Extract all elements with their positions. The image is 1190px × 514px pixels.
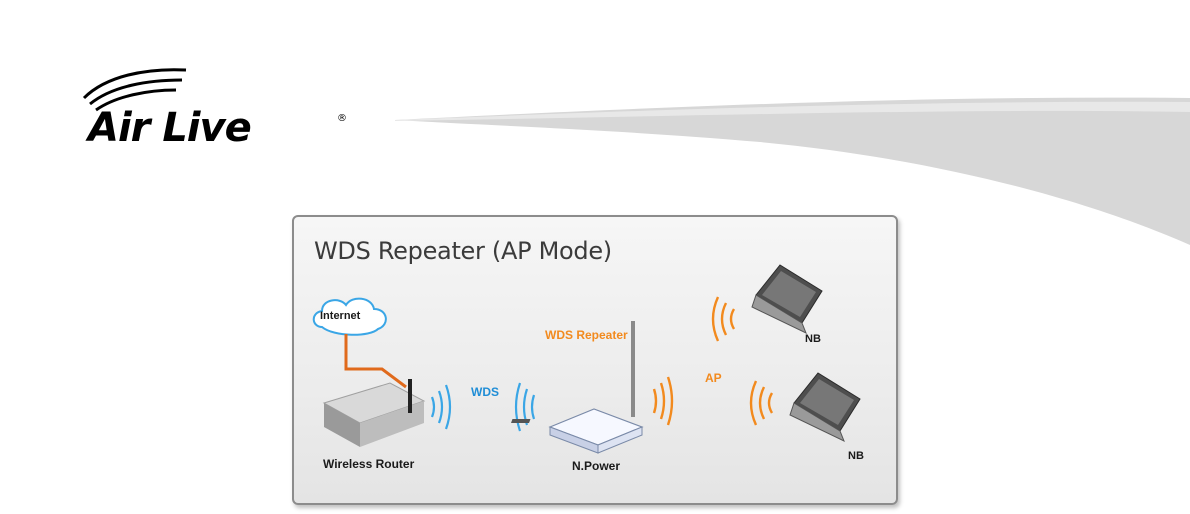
wds-repeater-diagram: WDS Repeater (AP Mode) [292, 215, 898, 505]
ap-wave-top-laptop-icon [713, 297, 734, 341]
wds-wave-right-icon [432, 385, 450, 429]
ap-wave-bottom-laptop-icon [751, 381, 772, 425]
internet-label: Internet [320, 310, 360, 322]
laptop-bottom-icon [790, 373, 860, 441]
logo-text: Air Live [88, 108, 251, 148]
airlive-logo: Air Live ® [70, 50, 370, 160]
nb-top-label: NB [805, 333, 821, 345]
wds-repeater-label: WDS Repeater [545, 328, 628, 342]
wds-label: WDS [471, 385, 499, 399]
logo-registered-mark: ® [337, 113, 347, 124]
laptop-top-icon [752, 265, 822, 333]
ap-label: AP [705, 371, 722, 385]
ap-wave-right-icon [654, 377, 672, 425]
npower-label: N.Power [572, 459, 620, 473]
wds-wave-left-icon [516, 383, 534, 431]
wireless-router-icon [324, 379, 424, 447]
internet-cable [346, 334, 406, 387]
wireless-router-label: Wireless Router [323, 457, 414, 471]
nb-bottom-label: NB [848, 450, 864, 462]
